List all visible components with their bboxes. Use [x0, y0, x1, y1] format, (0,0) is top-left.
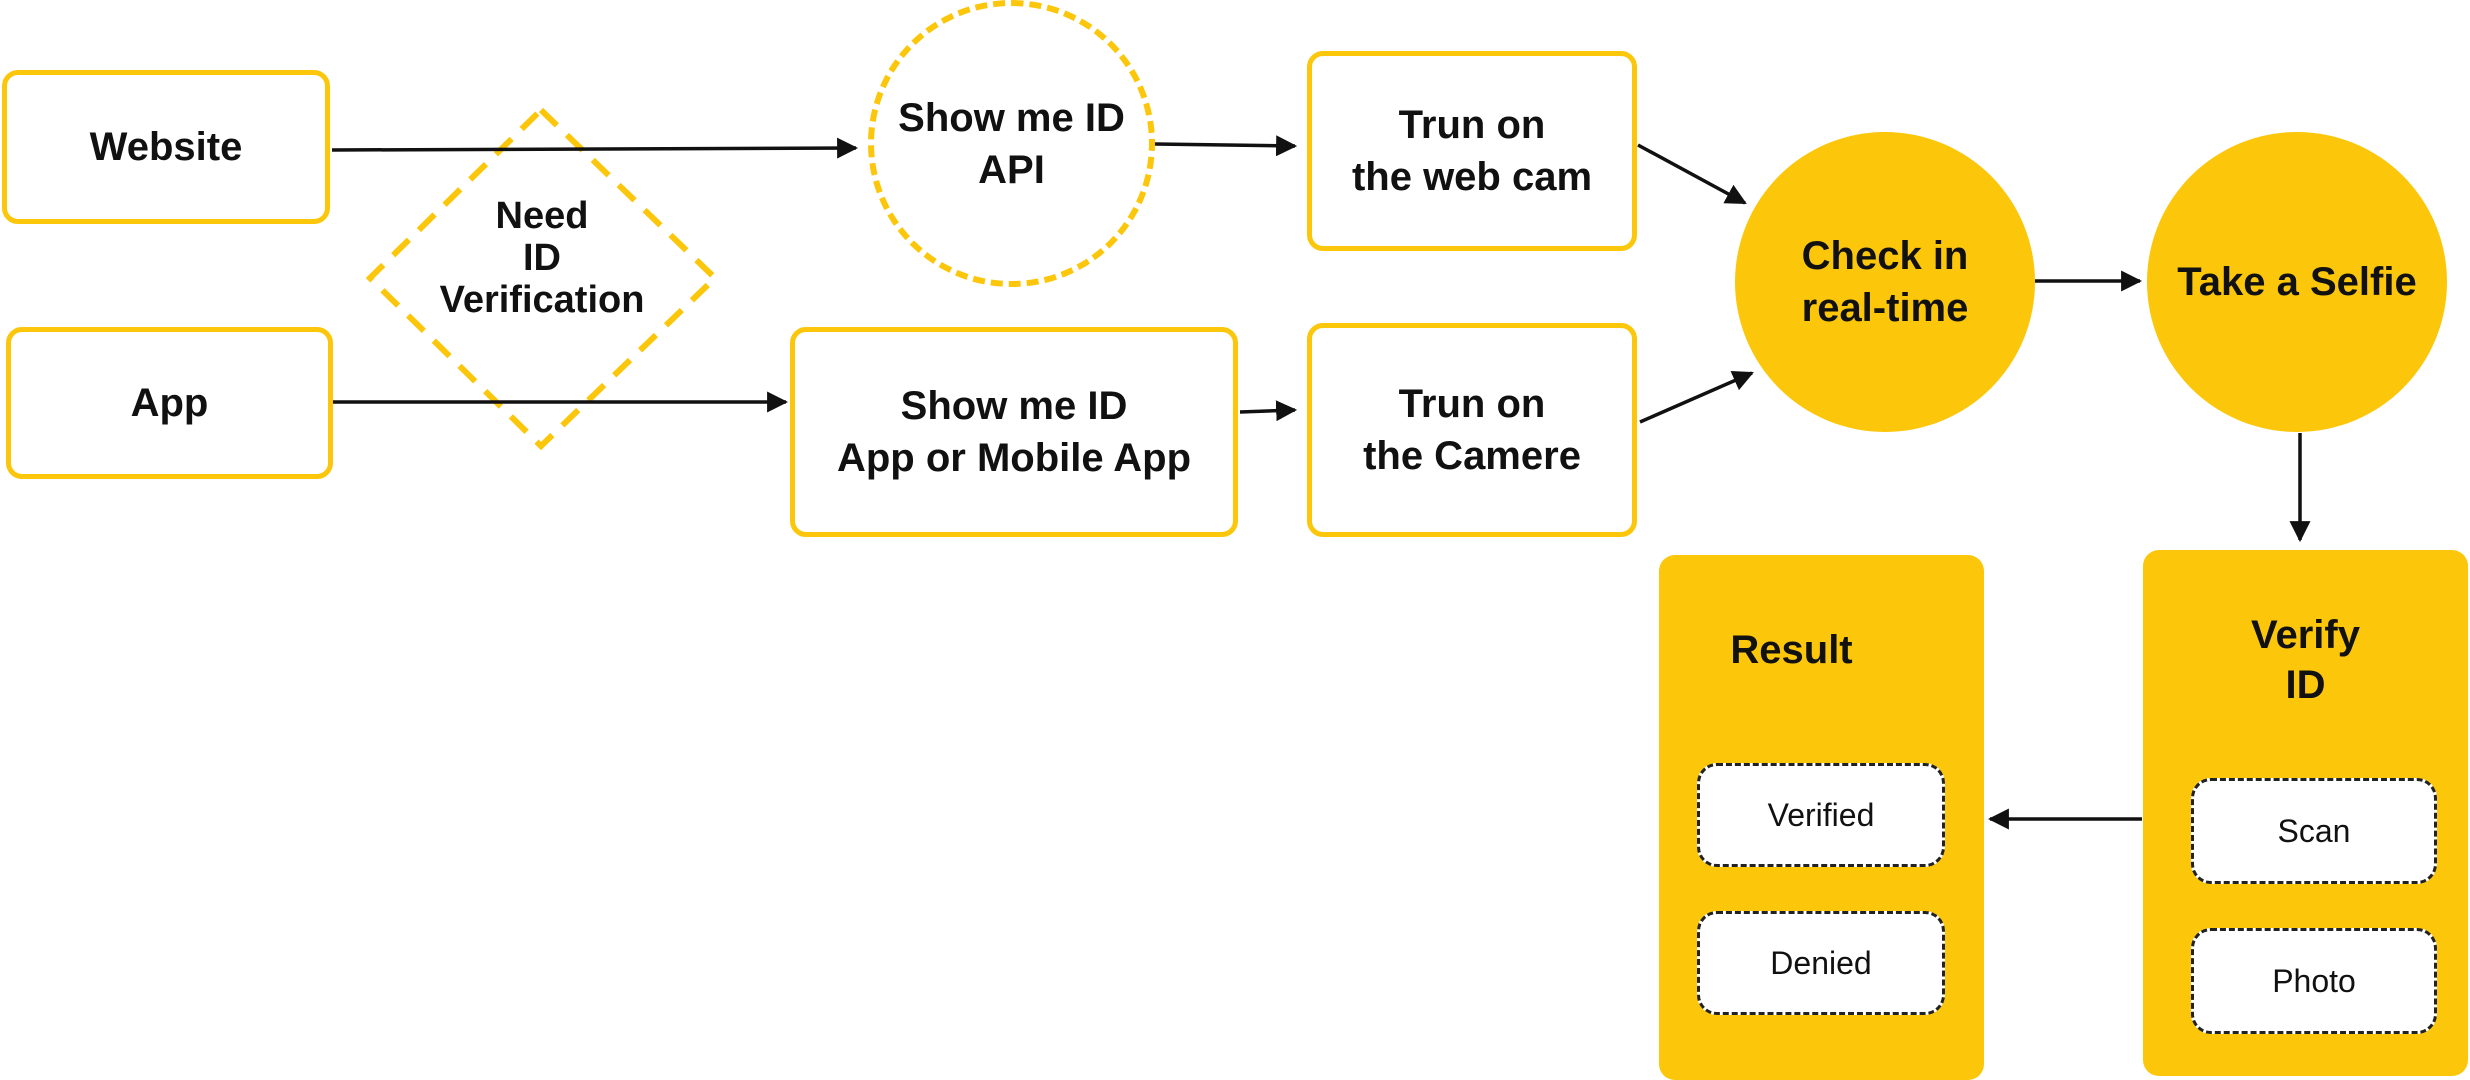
- photo-option: Photo: [2191, 928, 2437, 1034]
- result-panel: Result Verified Denied: [1659, 555, 1984, 1080]
- need-id-verification-node: Need ID Verification: [420, 190, 664, 326]
- need-id-label-line1: Need: [495, 195, 589, 237]
- verify-id-panel: Verify ID Scan Photo: [2143, 550, 2468, 1076]
- verified-label: Verified: [1767, 796, 1875, 833]
- website-label: Website: [89, 125, 243, 169]
- verify-id-title: Verify ID: [2143, 610, 2468, 710]
- app-node: App: [6, 327, 333, 479]
- webcam-label-line2: the web cam: [1351, 155, 1593, 199]
- result-title: Result: [1730, 628, 1853, 672]
- arrow-api-to-webcam: [1154, 135, 1298, 157]
- api-label-line2: API: [978, 147, 1045, 192]
- arrow-website-to-api: [331, 137, 859, 159]
- need-id-diamond-shape: [365, 105, 720, 451]
- show-me-id-app-node: Show me ID App or Mobile App: [790, 327, 1238, 537]
- arrow-webcam-to-check: [1637, 143, 1747, 205]
- verified-option: Verified: [1697, 763, 1945, 867]
- photo-label: Photo: [2272, 962, 2356, 999]
- camera-label-line1: Trun on: [1398, 382, 1546, 426]
- arrow-show-app-to-camera: [1239, 400, 1298, 422]
- arrow-camera-to-check: [1639, 370, 1754, 424]
- check-real-time-node: Check in real-time: [1735, 132, 2035, 432]
- webcam-label-line1: Trun on: [1398, 103, 1546, 147]
- check-label-line2: real-time: [1801, 286, 1969, 330]
- verify-title-line2: ID: [2285, 663, 2326, 707]
- need-id-label-line2: ID: [523, 237, 561, 279]
- denied-label: Denied: [1770, 944, 1872, 981]
- webcam-node: Trun on the web cam: [1307, 51, 1637, 251]
- camera-node: Trun on the Camere: [1307, 323, 1637, 537]
- check-label-line1: Check in: [1801, 234, 1969, 278]
- show-app-label-line1: Show me ID: [900, 384, 1128, 428]
- website-node: Website: [2, 70, 330, 224]
- selfie-label: Take a Selfie: [2177, 260, 2417, 304]
- show-app-label-line2: App or Mobile App: [836, 436, 1192, 480]
- denied-option: Denied: [1697, 911, 1945, 1015]
- take-selfie-node: Take a Selfie: [2147, 132, 2447, 432]
- verify-title-line1: Verify: [2251, 613, 2360, 657]
- need-id-label-line3: Verification: [439, 279, 645, 321]
- scan-option: Scan: [2191, 778, 2437, 884]
- camera-label-line2: the Camere: [1363, 434, 1581, 478]
- scan-label: Scan: [2277, 812, 2351, 849]
- app-label: App: [130, 381, 209, 425]
- show-me-id-api-node: Show me ID API: [868, 0, 1155, 287]
- api-label-line1: Show me ID: [898, 95, 1125, 140]
